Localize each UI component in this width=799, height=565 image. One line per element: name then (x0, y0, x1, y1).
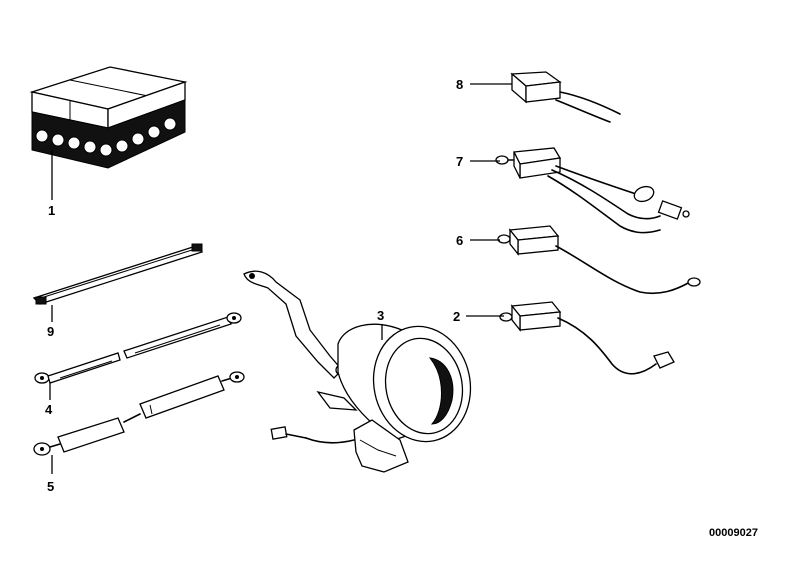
label-part-3: 3 (377, 308, 384, 323)
part-7-relay-harness[interactable] (470, 147, 690, 234)
diagram-code: 00009027 (709, 527, 758, 539)
label-part-6: 6 (456, 233, 463, 248)
label-part-5: 5 (47, 479, 54, 494)
label-part-9: 9 (47, 324, 54, 339)
part-2-relay-terminal[interactable] (466, 301, 675, 375)
label-part-4: 4 (45, 402, 53, 417)
label-part-7: 7 (456, 154, 463, 169)
part-9-strap[interactable] (32, 243, 204, 322)
part-3-fog-lamp[interactable] (243, 270, 481, 473)
label-part-8: 8 (456, 77, 463, 92)
label-part-1: 1 (48, 203, 55, 218)
part-4-strap[interactable] (34, 312, 242, 400)
part-6-relay-wire[interactable] (470, 225, 701, 295)
part-5-cable[interactable] (33, 371, 245, 474)
label-part-2: 2 (453, 309, 460, 324)
part-8-relay[interactable] (470, 71, 621, 123)
part-1-box[interactable] (29, 66, 188, 200)
